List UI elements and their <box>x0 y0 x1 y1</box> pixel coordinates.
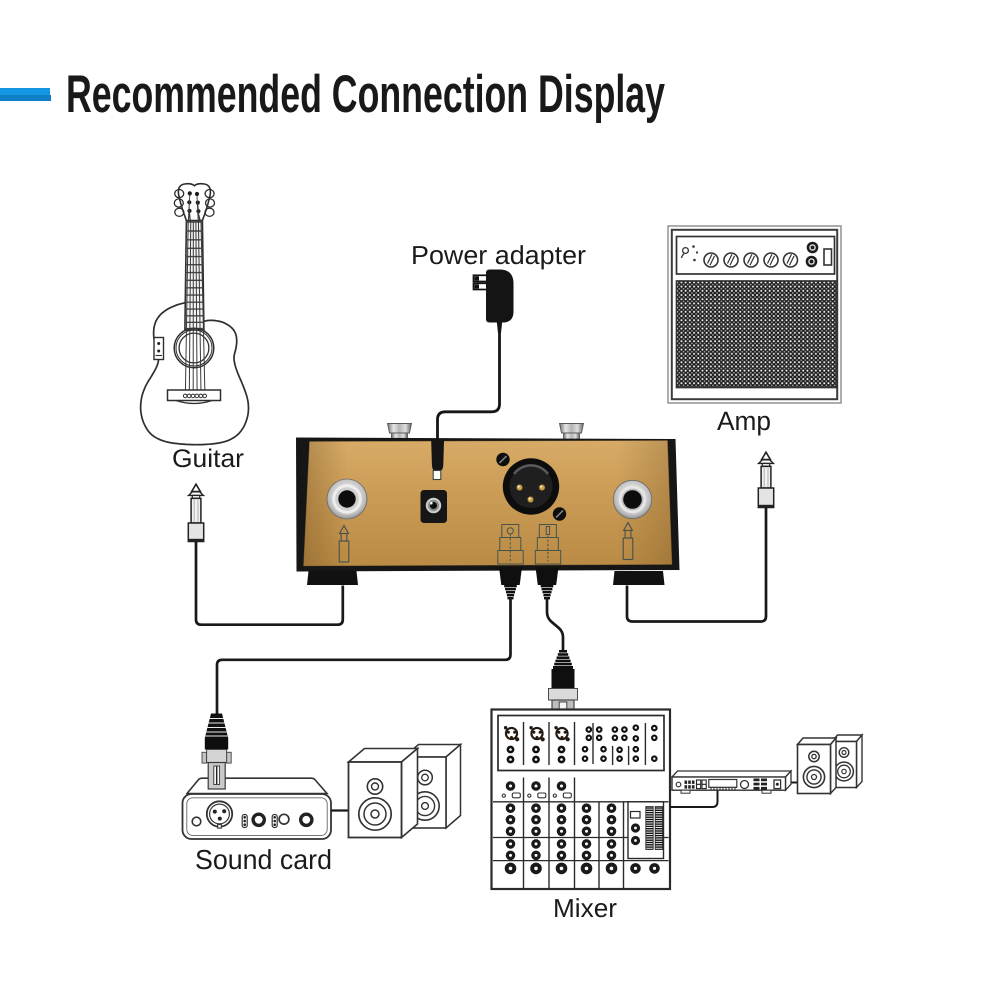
svg-text:Sound card: Sound card <box>195 844 332 875</box>
svg-text:Recommended Connection Display: Recommended Connection Display <box>66 65 665 124</box>
svg-text:Amp: Amp <box>717 406 771 436</box>
svg-text:Power adapter: Power adapter <box>411 240 586 270</box>
svg-text:Guitar: Guitar <box>172 445 245 473</box>
svg-text:Mixer: Mixer <box>553 893 617 923</box>
